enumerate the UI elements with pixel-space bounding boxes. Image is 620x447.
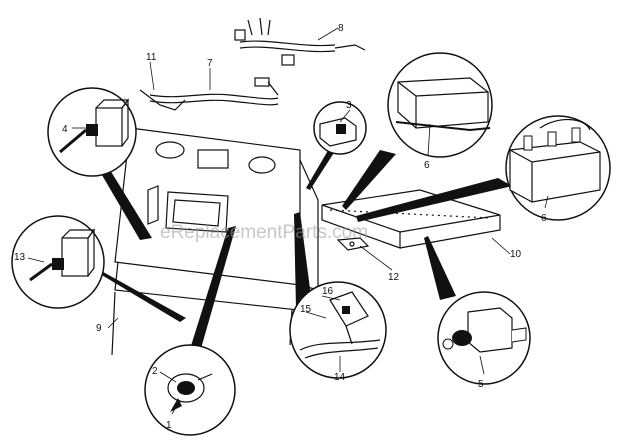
mounting-tray (321, 189, 501, 249)
toggle-switch-detail-13 (11, 215, 105, 309)
control-module-detail-6a (387, 52, 493, 158)
callout-16: 16 (322, 286, 334, 297)
callout-5: 5 (478, 379, 484, 390)
callout-6a: 6 (424, 160, 430, 171)
callout-13: 13 (14, 252, 26, 263)
solenoid-detail-5 (437, 291, 531, 385)
callout-6b: 6 (541, 213, 547, 224)
callout-3: 3 (346, 100, 352, 111)
callout-15: 15 (300, 304, 312, 315)
wiring-harness-8 (234, 17, 366, 66)
bracket-12 (336, 237, 370, 251)
callout-10: 10 (510, 249, 522, 260)
callout-8: 8 (338, 23, 344, 34)
callout-2: 2 (152, 366, 158, 377)
callouts (27, 27, 549, 415)
sensor-detail-14-15-16 (289, 281, 387, 379)
callout-9: 9 (96, 323, 102, 334)
callout-14: 14 (334, 372, 346, 383)
relay-detail-3 (313, 101, 367, 155)
control-module-detail-6b (505, 115, 611, 221)
callout-1: 1 (166, 420, 172, 431)
watermark-text: eReplacementParts.com (160, 222, 368, 243)
toggle-switch-detail-4 (47, 87, 137, 177)
callout-12: 12 (388, 272, 400, 283)
callout-4: 4 (62, 124, 68, 135)
callout-7: 7 (207, 58, 213, 69)
key-switch-detail-1-2 (144, 344, 236, 436)
pointer-wedges (80, 130, 512, 368)
callout-11: 11 (146, 52, 157, 63)
wiring-harness-7 (139, 77, 279, 111)
